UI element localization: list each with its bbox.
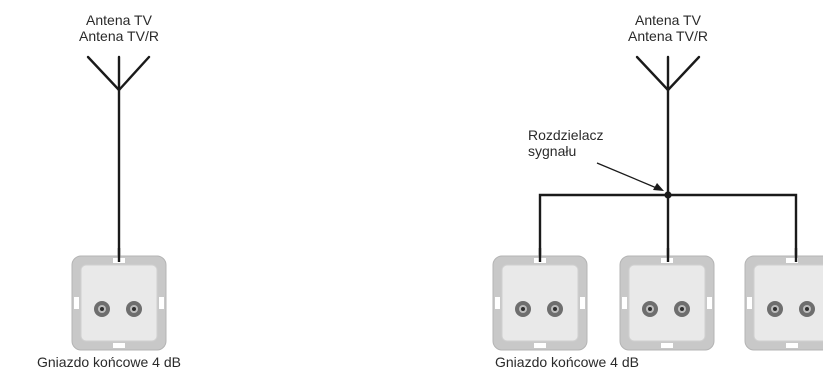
socket-notch [580, 297, 585, 309]
socket-notch [707, 297, 712, 309]
socket-notch [534, 343, 546, 348]
tv-socket-icon [71, 255, 167, 351]
splitter-pointer-arrow [596, 162, 664, 191]
antenna-label: Antena TV Antena TV/R [609, 12, 727, 44]
tv-port-pin [773, 307, 777, 311]
socket-notch [786, 258, 798, 263]
socket-notch [661, 343, 673, 348]
socket-face [628, 264, 706, 342]
socket-label: Gniazdo końcowe 4 dB [37, 354, 181, 370]
antenna-label: Antena TV Antena TV/R [60, 12, 178, 44]
socket-face [80, 264, 158, 342]
antenna-icon [86, 55, 151, 92]
splitter-label: Rozdzielacz sygnału [528, 127, 603, 159]
antenna-icon [635, 55, 701, 92]
socket-notch [159, 297, 164, 309]
tv-port-pin [100, 307, 104, 311]
socket-notch [747, 297, 752, 309]
splitter-label-line2: sygnału [528, 143, 577, 159]
tv-port-pin [553, 307, 557, 311]
socket-notch [622, 297, 627, 309]
socket-notch [786, 343, 798, 348]
tv-port-pin [680, 307, 684, 311]
tv-socket-icon [492, 255, 588, 351]
socket-face [501, 264, 579, 342]
tv-port-pin [805, 307, 809, 311]
left-diagram [71, 55, 167, 351]
antenna-label-line1: Antena TV [86, 12, 152, 28]
tv-socket-icon [744, 255, 823, 351]
socket-label: Gniazdo końcowe 4 dB [495, 354, 639, 370]
splitter-node [664, 191, 672, 199]
tv-port-pin [132, 307, 136, 311]
splitter-label-line1: Rozdzielacz [528, 127, 604, 143]
tv-port-pin [521, 307, 525, 311]
tv-socket-icon [619, 255, 715, 351]
antenna-label-line1: Antena TV [635, 12, 701, 28]
socket-face [753, 264, 823, 342]
socket-notch [113, 343, 125, 348]
socket-notch [74, 297, 79, 309]
socket-notch [495, 297, 500, 309]
antenna-label-line2: Antena TV/R [628, 28, 708, 44]
right-diagram [492, 55, 823, 351]
antenna-label-line2: Antena TV/R [79, 28, 159, 44]
tv-port-pin [648, 307, 652, 311]
